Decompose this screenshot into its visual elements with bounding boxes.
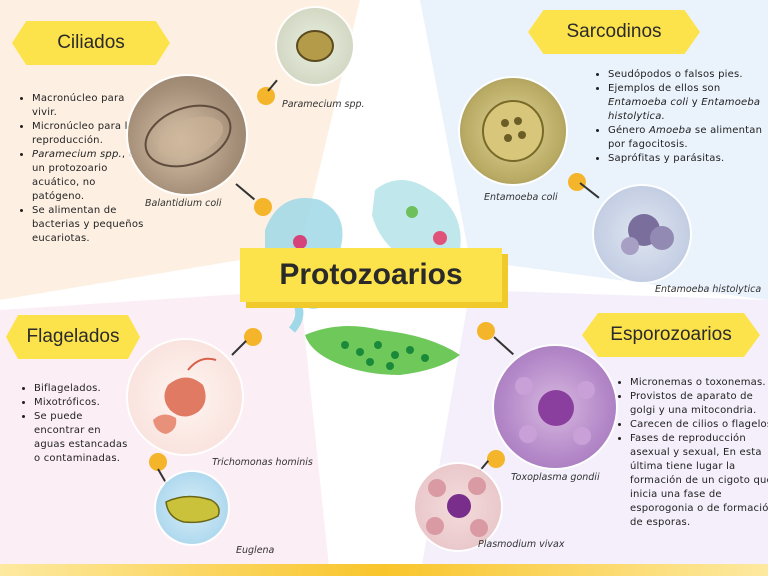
list-item: Carecen de cilios o flagelos. xyxy=(630,418,768,432)
plasmodium-image xyxy=(415,464,501,550)
balantidium-image xyxy=(128,76,246,194)
caption-entamoeba-coli: Entamoeba coli xyxy=(484,192,558,203)
caption-balantidium: Balantidium coli xyxy=(145,198,221,209)
entamoeba-coli-image xyxy=(460,78,566,184)
entamoeba-histolytica-image xyxy=(594,186,690,282)
caption-plasmodium: Plasmodium vivax xyxy=(478,539,565,550)
connector-dot xyxy=(244,328,262,346)
list-item: Saprófitas y parásitas. xyxy=(608,152,768,166)
list-item: Género Amoeba se alimentan por fagocitos… xyxy=(608,124,768,152)
flagelados-notes: Biflagelados. Mixotróficos. Se puede enc… xyxy=(18,382,134,466)
connector-dot xyxy=(254,198,272,216)
main-title-box: Protozoarios xyxy=(240,248,502,302)
main-title: Protozoarios xyxy=(279,258,462,292)
esporozoarios-notes: Micronemas o toxonemas. Provistos de apa… xyxy=(614,376,768,530)
caption-euglena: Euglena xyxy=(236,545,274,556)
list-item: Micronemas o toxonemas. xyxy=(630,376,768,390)
list-item: Mixotróficos. xyxy=(34,396,134,410)
list-item: Provistos de aparato de golgi y una mito… xyxy=(630,390,768,418)
connector-dot xyxy=(487,450,505,468)
caption-toxoplasma: Toxoplasma gondii xyxy=(511,472,600,483)
euglena-image xyxy=(156,472,228,544)
list-item: Fases de reproducción asexual y sexual, … xyxy=(630,432,768,530)
list-item: Biflagelados. xyxy=(34,382,134,396)
bottom-accent-bar xyxy=(0,564,768,576)
caption-trichomonas: Trichomonas hominis xyxy=(212,457,313,468)
list-item: Seudópodos o falsos pies. xyxy=(608,68,768,82)
list-item: Se alimentan de bacterias y pequeños euc… xyxy=(32,204,144,246)
paramecium-image xyxy=(277,8,353,84)
toxoplasma-image xyxy=(494,346,616,468)
ciliados-notes: Macronúcleo para vivir. Micronúcleo para… xyxy=(16,92,144,246)
sarcodinos-label: Sarcodinos xyxy=(528,10,700,54)
ciliados-label: Ciliados xyxy=(12,21,170,65)
list-item: Macronúcleo para vivir. xyxy=(32,92,144,120)
caption-entamoeba-histolytica: Entamoeba histolytica xyxy=(655,284,761,295)
flagelados-label: Flagelados xyxy=(6,315,140,359)
connector-dot xyxy=(568,173,586,191)
list-item: Ejemplos de ellos son Entamoeba coli y E… xyxy=(608,82,768,124)
list-item: Paramecium spp., es un protozoario acuát… xyxy=(32,148,144,204)
trichomonas-image xyxy=(128,340,242,454)
esporozoarios-label: Esporozoarios xyxy=(582,313,760,357)
list-item: Se puede encontrar en aguas estancadas o… xyxy=(34,410,134,466)
caption-paramecium: Paramecium spp. xyxy=(282,99,365,110)
sarcodinos-notes: Seudópodos o falsos pies. Ejemplos de el… xyxy=(592,68,768,166)
